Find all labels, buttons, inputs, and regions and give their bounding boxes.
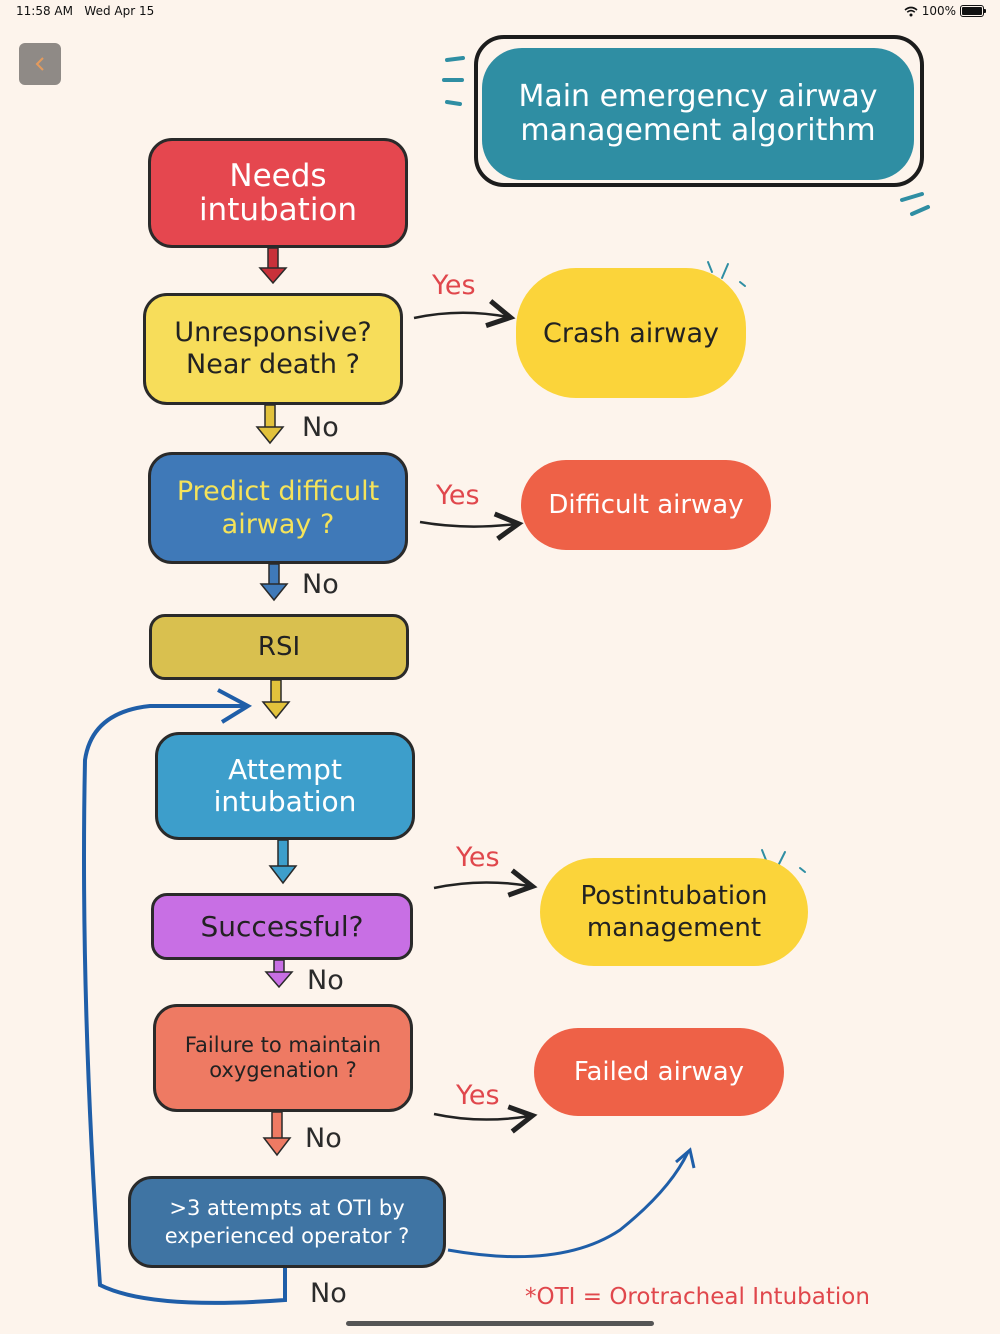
label-no-5: No	[310, 1278, 347, 1309]
failed-airway-curve-head	[675, 1147, 696, 1169]
title-frame	[474, 35, 924, 187]
down-arrow-7	[262, 1111, 292, 1157]
label-yes-4: Yes	[456, 1080, 500, 1111]
node-successful: Successful?	[151, 893, 413, 960]
failed-airway-curve	[447, 1151, 690, 1259]
diagram-title: Main emergency airway management algorit…	[482, 48, 914, 180]
yes-arrow-1	[413, 313, 508, 318]
label-no-3: No	[307, 965, 344, 996]
down-arrow-1	[258, 247, 288, 285]
status-time: 11:58 AM	[16, 4, 73, 18]
down-arrow-4	[261, 679, 291, 720]
battery-percent: 100%	[921, 4, 956, 18]
outcome-postintubation: Postintubation management	[540, 858, 808, 966]
down-arrow-6	[264, 959, 294, 989]
status-date: Wed Apr 15	[84, 4, 155, 18]
label-yes-2: Yes	[436, 480, 480, 511]
node-rsi: RSI	[149, 614, 409, 680]
loop-back-arrow	[82, 704, 287, 1305]
label-no-1: No	[302, 412, 339, 443]
yes-arrow-4	[433, 1114, 530, 1120]
outcome-difficult-airway: Difficult airway	[521, 460, 771, 550]
decorative-dashes	[442, 56, 930, 216]
down-arrow-5	[268, 839, 298, 885]
outcome-failed-airway: Failed airway	[534, 1028, 784, 1116]
label-yes-1: Yes	[432, 270, 476, 301]
loop-back-arrowhead	[217, 688, 253, 724]
chevron-left-icon	[35, 57, 44, 71]
node-failure-oxygenation: Failure to maintain oxygenation ?	[153, 1004, 413, 1112]
home-indicator[interactable]	[346, 1321, 654, 1326]
back-button[interactable]	[19, 43, 61, 85]
node-attempt-intubation: Attempt intubation	[155, 732, 415, 840]
node-attempts-oti: >3 attempts at OTI by experienced operat…	[128, 1176, 446, 1268]
yes-arrow-2	[419, 522, 516, 527]
label-no-2: No	[302, 569, 339, 600]
status-indicators: 100%	[904, 4, 986, 18]
label-yes-3: Yes	[456, 842, 500, 873]
node-needs-intubation: Needs intubation	[148, 138, 408, 248]
footnote: *OTI = Orotracheal Intubation	[525, 1284, 870, 1310]
yes-arrow-3	[433, 882, 530, 888]
wifi-icon	[904, 6, 918, 16]
down-arrow-3	[259, 563, 289, 602]
status-time-date: 11:58 AM Wed Apr 15	[16, 4, 154, 18]
outcome-crash-airway: Crash airway	[516, 268, 746, 398]
down-arrow-2	[255, 404, 285, 445]
node-predict-difficult: Predict difficult airway ?	[148, 452, 408, 564]
node-unresponsive: Unresponsive? Near death ?	[143, 293, 403, 405]
label-no-4: No	[305, 1123, 342, 1154]
battery-icon	[960, 5, 986, 17]
